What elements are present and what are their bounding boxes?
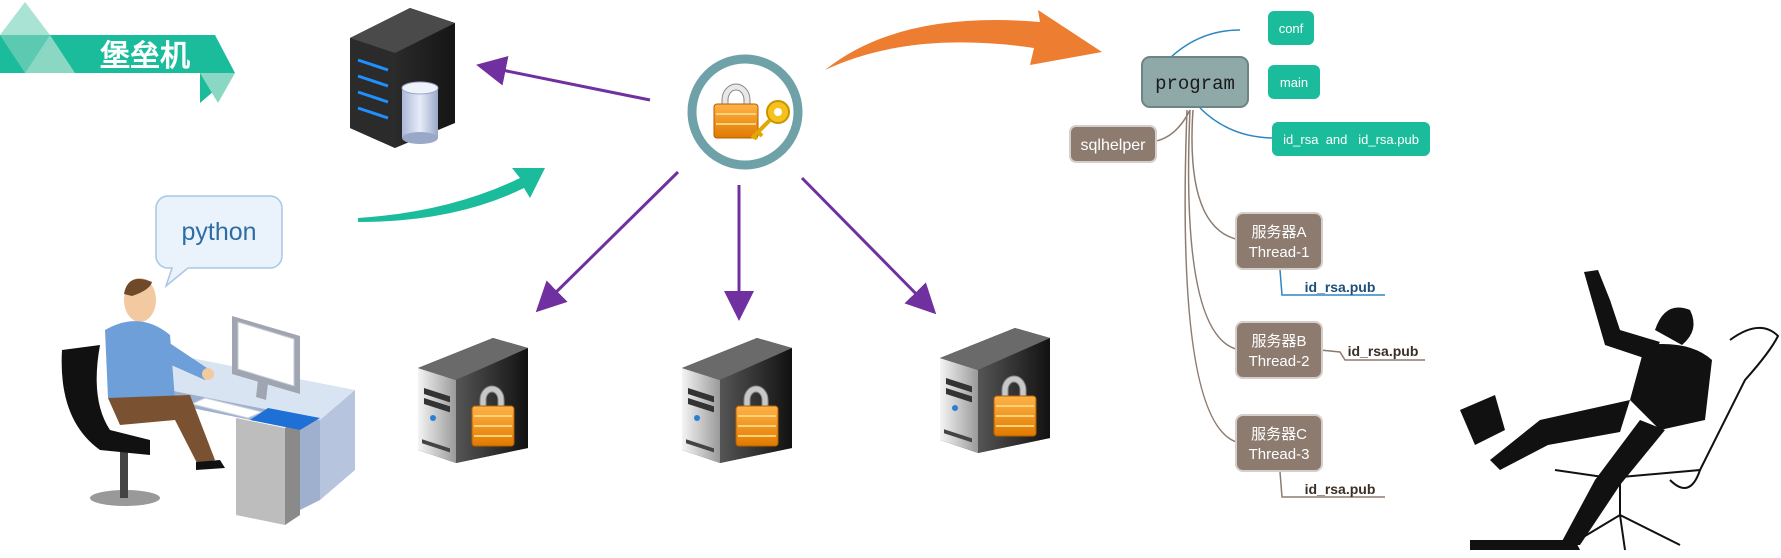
thread-node-b: 服务器B Thread-2 [1235,321,1323,379]
arrow-to-server-right [800,176,937,315]
thread-c-key: id_rsa.pub [1305,481,1376,497]
sqlhelper-label: sqlhelper [1081,137,1147,154]
node-conf: conf [1268,11,1314,45]
node-main: main [1268,65,1320,99]
main-label: main [1280,75,1308,90]
locked-server-middle [681,337,793,464]
node-sqlhelper: sqlhelper [1069,125,1157,163]
server-rack-icon [350,8,455,148]
orange-curved-arrow [825,10,1102,70]
speech-text: python [181,218,256,246]
thread-b-line2: Thread-2 [1249,353,1310,370]
root-label: program [1155,73,1235,95]
thread-a-line1: 服务器A [1251,224,1306,241]
locked-server-right [939,327,1051,454]
thread-a-line2: Thread-1 [1249,244,1310,261]
thread-node-c: 服务器C Thread-3 [1235,414,1323,472]
locked-server-left [417,337,529,464]
thread-c-line2: Thread-3 [1249,446,1310,463]
arrow-to-rack [476,56,651,102]
thread-b-line1: 服务器B [1251,333,1306,350]
thread-a-key: id_rsa.pub [1305,279,1376,295]
relaxed-person-silhouette [1460,270,1780,551]
banner-title: 堡垒机 [100,40,190,73]
connection-arrows [476,56,937,321]
keys-label: id_rsa and id_rsa.pub [1283,132,1419,147]
teal-curved-arrow [358,168,545,222]
speech-bubble: python [155,195,283,289]
conf-label: conf [1279,21,1304,36]
person-at-computer [61,278,355,525]
lock-key-icon [687,54,803,170]
mindmap-root: program [1141,56,1249,108]
thread-node-a: 服务器A Thread-1 [1235,212,1323,270]
arrow-to-server-left [535,170,680,313]
mindmap-connectors [1149,29,1425,498]
title-banner: 堡垒机 [0,2,235,103]
node-keys: id_rsa and id_rsa.pub [1272,122,1430,156]
thread-b-key: id_rsa.pub [1348,343,1419,359]
thread-c-line1: 服务器C [1251,426,1307,443]
